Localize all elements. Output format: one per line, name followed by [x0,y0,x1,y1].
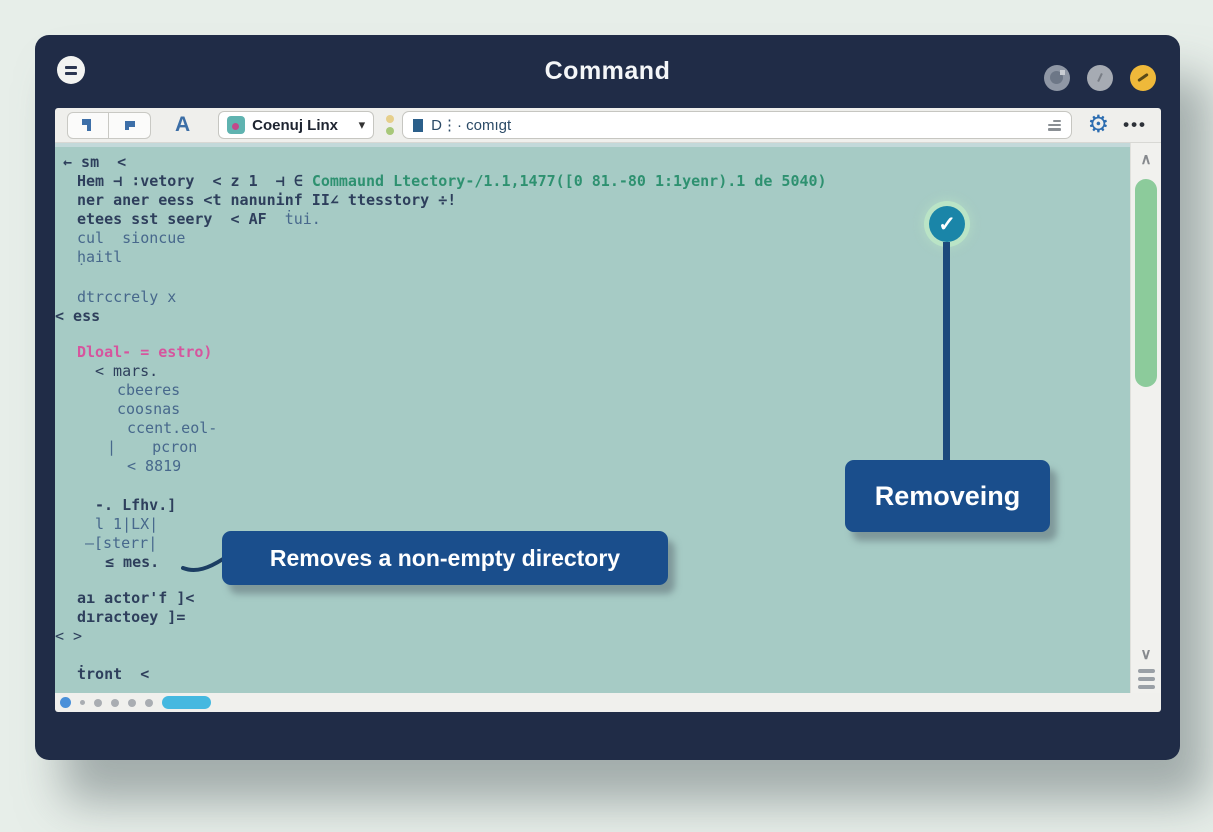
forward-button[interactable] [109,111,151,139]
scroll-down-icon[interactable]: ∨ [1140,646,1152,663]
terminal-line: < 8819 [127,457,182,475]
terminal-line: dıractoey ]= [77,608,186,626]
terminal-line: < ess [55,307,101,325]
app-icon [227,116,246,134]
terminal-line: Dloal- = estro) [77,343,213,361]
gear-icon[interactable]: ⚙ [1087,111,1110,138]
terminal-line: —[sterr| [85,534,158,552]
window-button-clock[interactable] [1130,65,1156,91]
terminal-line: ≤ mes. [105,553,160,571]
page-dot[interactable] [145,698,153,707]
terminal-line: ḥaitl [77,248,123,266]
toolbar: A Coenuj Linx ▾ D⋮· comıgt ⚙ ••• [55,108,1161,143]
page-dot[interactable] [94,698,102,707]
terminal-line: aı actor'f ]< [77,589,195,607]
align-lines-icon[interactable] [1047,119,1061,131]
window-button-disc[interactable] [1044,65,1070,91]
app-selector-label: Coenuj Linx [252,116,339,134]
dial-icon [1097,72,1103,83]
progress-pill[interactable] [162,696,211,709]
terminal-line: cul sioncue [77,229,186,247]
flag-forward-icon [124,121,135,130]
page-dot[interactable] [80,700,85,705]
flow-line [943,242,950,460]
window-button-dial[interactable] [1087,65,1113,91]
terminal-line: ← sm < [63,153,127,171]
chevron-down-icon: ▾ [358,117,366,132]
app-selector-dropdown[interactable]: Coenuj Linx ▾ [218,111,375,139]
flag-back-icon [82,119,91,131]
directory-note-callout: Removes a non-empty directory [222,531,668,585]
terminal-line: ccent.eol- [127,419,218,437]
notch-icon [1060,70,1065,75]
scroll-up-icon[interactable]: ∧ [1140,151,1152,168]
check-icon: ✓ [929,206,965,242]
terminal-line: coosnas [117,400,181,418]
terminal-text: ← sm <Hem ⊣ ∶vetory < z 1 ⊣ ∈ Commaund L… [55,153,1130,684]
removing-callout: Removeing [845,460,1050,532]
terminal-line: < > [55,627,83,645]
command-window: Command [35,35,1180,760]
active-dot[interactable] [60,697,71,708]
terminal-line: Hem ⊣ ∶vetory < z 1 ⊣ ∈ Commaund Ltector… [77,172,827,190]
terminal-line: etees sst seery < AF ṫui. [77,210,321,228]
yellow-dot-icon [386,115,395,123]
terminal-line: ṫront < [77,665,150,683]
terminal-line: < mars. [95,362,159,380]
terminal-line: -. Lfhv.] [95,496,177,514]
back-button[interactable] [67,111,109,139]
terminal-content: ← sm <Hem ⊣ ∶vetory < z 1 ⊣ ∈ Commaund L… [55,143,1130,693]
menu-button[interactable] [57,56,85,84]
nav-buttons [67,111,151,139]
terminal-line: cbeeres [117,381,181,399]
address-value: D⋮· comıgt [431,117,512,134]
status-mini-dots [386,115,395,135]
titlebar: Command [35,35,1180,108]
disc-icon [1050,71,1063,84]
page-dot[interactable] [111,698,119,707]
terminal-line: | pcron [107,438,198,456]
clock-hand-icon [1137,72,1149,83]
green-dot-icon [386,127,395,135]
window-buttons [1044,65,1156,91]
scrollbar-thumb[interactable] [1135,179,1157,387]
grip-lines-icon[interactable] [1137,669,1155,689]
window-title: Command [544,57,671,85]
terminal-line: dtrccrely x [77,288,177,306]
font-button[interactable]: A [175,113,191,136]
address-icon [413,118,424,132]
status-dots [60,696,211,709]
page-dot[interactable] [128,698,136,707]
note-connector-line [181,557,225,572]
terminal-line: ner aner eess <t nanuninf II∠ ttesstory … [77,191,457,209]
scrollbar[interactable]: ∧ ∨ [1130,143,1161,693]
more-menu-button[interactable]: ••• [1123,115,1147,134]
terminal-line: l 1|LX| [95,515,159,533]
address-bar[interactable]: D⋮· comıgt [402,111,1072,139]
statusbar [55,693,1161,712]
